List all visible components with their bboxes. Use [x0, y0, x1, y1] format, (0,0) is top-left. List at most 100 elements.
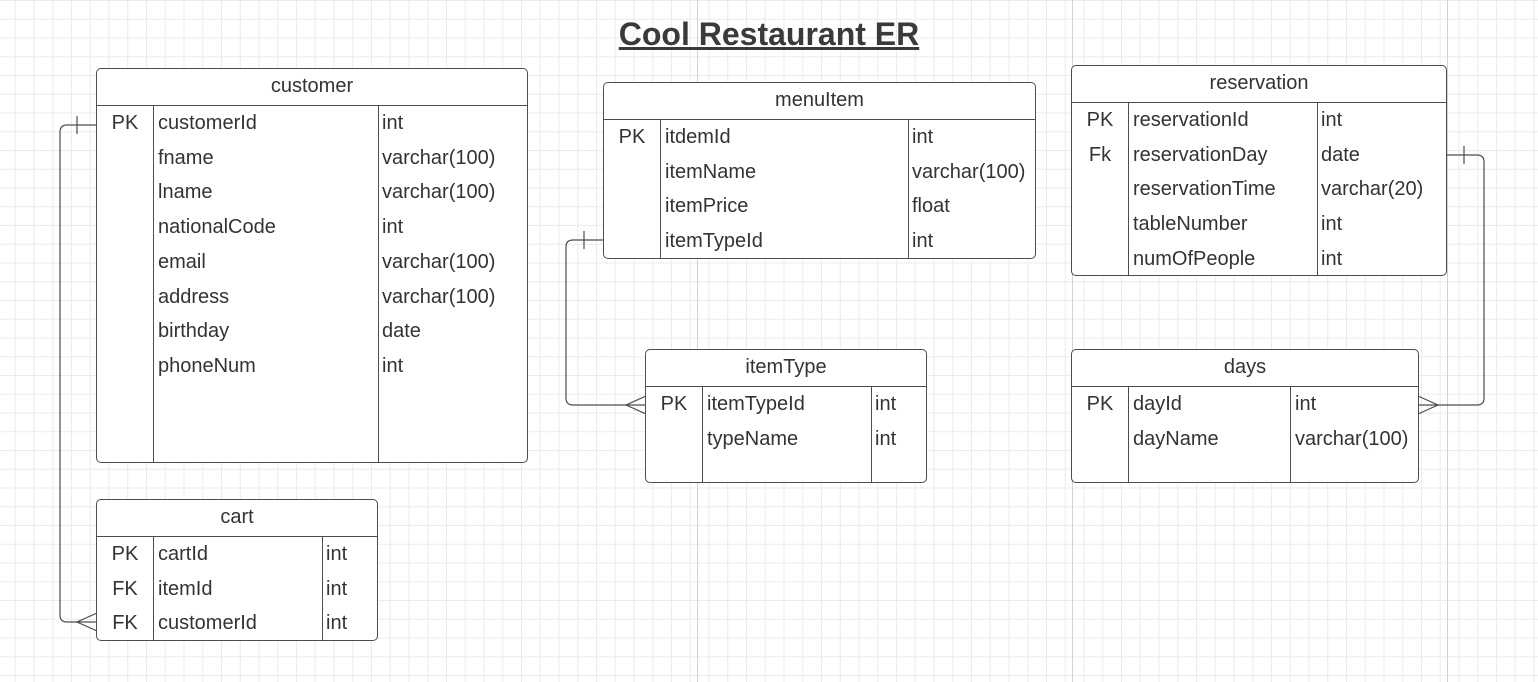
field-name: phoneNum [158, 354, 256, 377]
key-marker: FK [112, 612, 138, 635]
field-type: int [912, 126, 934, 148]
field-type: int [1321, 109, 1343, 131]
key-marker: PK [111, 543, 139, 565]
field-name: reservationDay [1133, 143, 1268, 166]
field-name: itemId [158, 577, 213, 600]
field-type: int [912, 230, 934, 253]
entity-row[interactable]: lname varchar(100) [97, 175, 527, 210]
field-type: int [1321, 247, 1343, 270]
relationship-customer-cart[interactable] [59, 116, 98, 632]
entity-row[interactable]: numOfPeople int [1072, 242, 1446, 275]
entity-header: days [1072, 350, 1418, 387]
field-type: varchar(100) [912, 160, 1026, 183]
entity-row[interactable]: PK dayId int [1072, 387, 1418, 422]
key-marker: PK [111, 112, 139, 134]
field-name: itemTypeId [707, 393, 805, 415]
field-name: lname [158, 181, 213, 204]
field-name: reservationId [1133, 109, 1249, 131]
entity-header: itemType [646, 350, 926, 387]
field-name: customerId [158, 612, 257, 635]
entity-row[interactable]: nationalCode int [97, 210, 527, 245]
column-divider [1317, 103, 1318, 275]
key-marker: Fk [1088, 143, 1112, 166]
column-divider [1128, 103, 1129, 275]
entity-row[interactable]: itemName varchar(100) [604, 155, 1035, 190]
field-name: numOfPeople [1133, 247, 1256, 270]
field-type: int [875, 393, 897, 415]
field-name: itemPrice [665, 195, 749, 218]
page-boundary-line [1447, 0, 1448, 682]
column-divider [660, 120, 661, 258]
field-type: varchar(100) [1295, 427, 1409, 450]
field-type: int [382, 354, 404, 377]
key-marker: PK [1086, 393, 1114, 415]
entity-row[interactable]: phoneNum int [97, 349, 527, 384]
relationship-menuitem-itemtype[interactable] [565, 231, 647, 415]
entity-row[interactable]: dayName varchar(100) [1072, 422, 1418, 457]
entity-row[interactable]: itemTypeId int [604, 224, 1035, 258]
field-type: varchar(100) [382, 285, 496, 308]
entity-row[interactable]: address varchar(100) [97, 280, 527, 315]
field-name: customerId [158, 112, 257, 134]
field-type: date [1321, 143, 1360, 166]
field-name: dayId [1133, 393, 1182, 415]
field-name: reservationTime [1133, 178, 1276, 201]
column-divider [153, 537, 154, 640]
column-divider [322, 537, 323, 640]
field-name: cartId [158, 543, 209, 565]
field-name: itemTypeId [665, 230, 763, 253]
entity-row[interactable]: FK itemId int [97, 572, 377, 607]
field-name: email [158, 250, 206, 273]
field-name: typeName [707, 427, 799, 450]
field-name: address [158, 285, 230, 308]
entity-row[interactable]: Fk reservationDay date [1072, 138, 1446, 173]
entity-header: customer [97, 69, 527, 106]
field-type: int [326, 612, 348, 635]
field-name: birthday [158, 320, 230, 343]
column-divider [1290, 387, 1291, 482]
field-type: int [1295, 393, 1317, 415]
entity-header: reservation [1072, 66, 1446, 103]
relationship-reservation-days[interactable] [1417, 146, 1485, 415]
field-name: itdemId [665, 126, 731, 148]
field-type: int [1321, 213, 1343, 236]
field-name: nationalCode [158, 216, 276, 239]
column-divider [908, 120, 909, 258]
field-type: int [382, 216, 404, 239]
field-type: int [326, 577, 348, 600]
field-name: itemName [665, 160, 757, 183]
column-divider [1128, 387, 1129, 482]
entity-row[interactable]: birthday date [97, 314, 527, 349]
field-type: date [382, 320, 421, 343]
column-divider [702, 387, 703, 482]
key-marker: PK [660, 393, 688, 415]
field-type: varchar(100) [382, 181, 496, 204]
field-name: dayName [1133, 427, 1219, 450]
entity-row[interactable]: PK itemTypeId int [646, 387, 926, 422]
key-marker: FK [112, 577, 138, 600]
entity-row[interactable]: FK customerId int [97, 606, 377, 640]
field-name: fname [158, 146, 214, 169]
column-divider [871, 387, 872, 482]
entity-days[interactable]: days PK dayId int dayName varchar(100) [1071, 349, 1419, 483]
